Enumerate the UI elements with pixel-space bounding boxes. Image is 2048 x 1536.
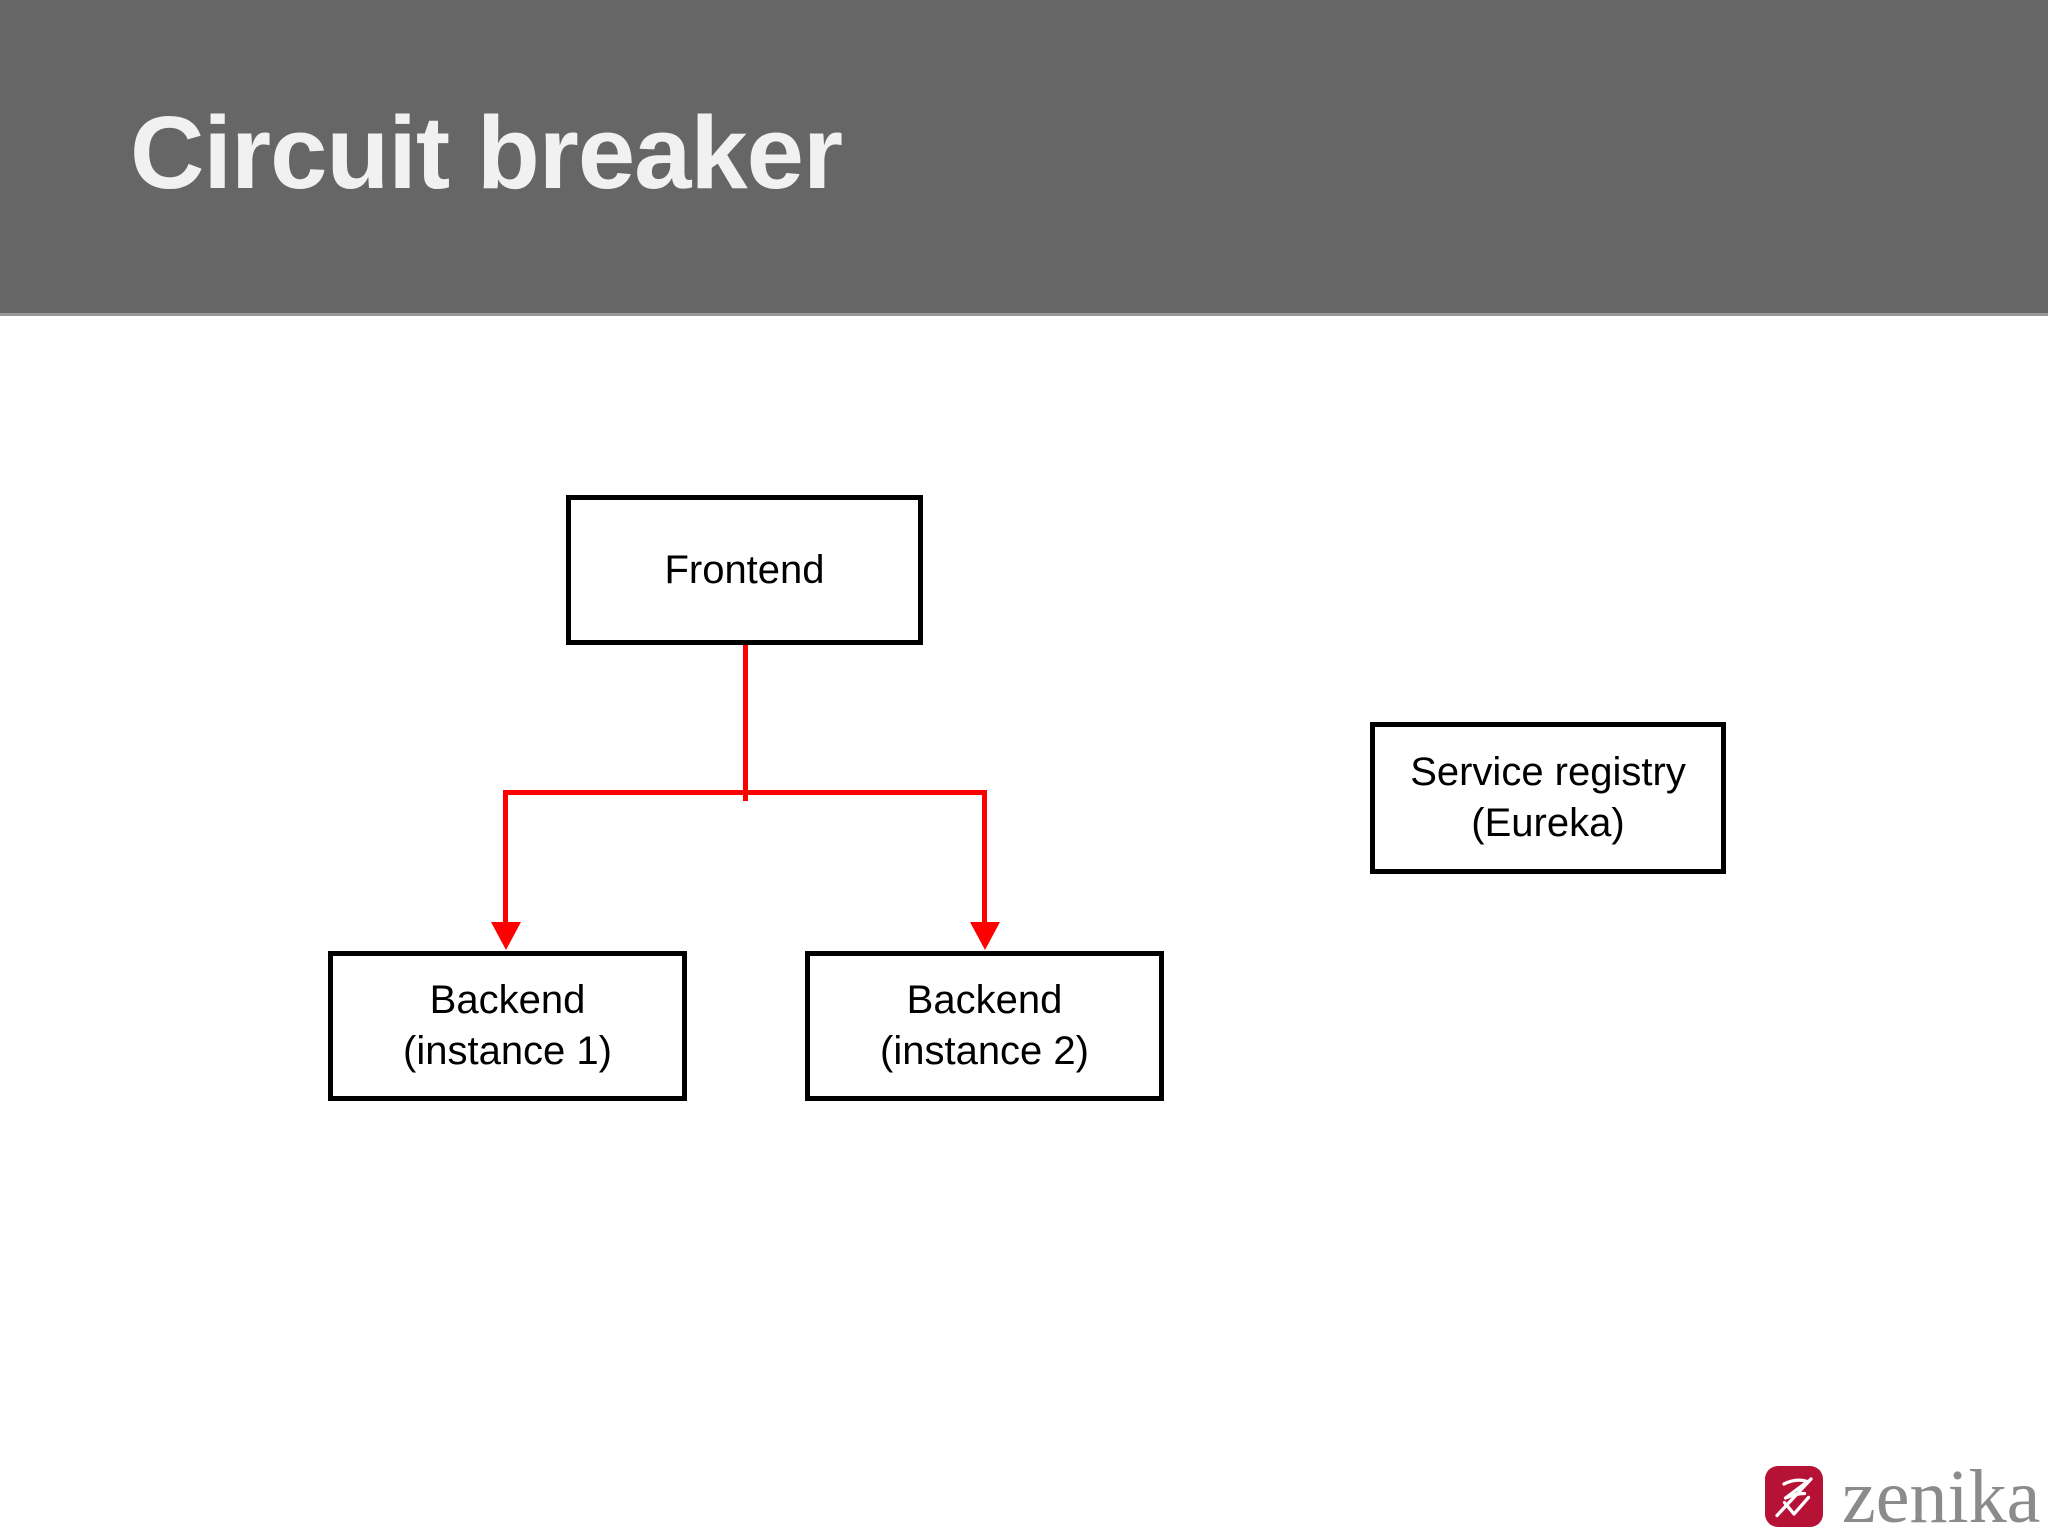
node-backend-2: Backend (instance 2) [805, 951, 1164, 1101]
node-service-registry: Service registry (Eureka) [1370, 722, 1726, 874]
zenika-logo-text: zenika [1842, 1455, 2041, 1536]
zenika-monogram-icon [1775, 1477, 1813, 1518]
connector-to-backend-2 [982, 790, 987, 926]
node-service-registry-label: Service registry [1410, 750, 1686, 794]
node-backend-1: Backend (instance 1) [328, 951, 687, 1101]
node-service-registry-label-line2: (Eureka) [1471, 801, 1625, 845]
node-backend-2-label-line2: (instance 2) [880, 1029, 1089, 1073]
node-frontend: Frontend [566, 495, 923, 645]
connector-horizontal-bar [504, 790, 987, 795]
connector-to-backend-1 [503, 790, 508, 926]
arrowhead-backend-1-icon [491, 922, 521, 950]
arrowhead-backend-2-icon [970, 922, 1000, 950]
node-backend-1-label-line2: (instance 1) [403, 1029, 612, 1073]
node-backend-2-label: Backend [906, 978, 1063, 1022]
slide-header: Circuit breaker [0, 0, 2048, 316]
zenika-logo-badge [1765, 1466, 1823, 1527]
connector-frontend-stem [743, 645, 748, 801]
node-backend-1-label: Backend [429, 978, 586, 1022]
slide-title: Circuit breaker [130, 95, 843, 210]
zenika-logo: zenika [1765, 1455, 2041, 1536]
node-frontend-label: Frontend [664, 547, 825, 592]
